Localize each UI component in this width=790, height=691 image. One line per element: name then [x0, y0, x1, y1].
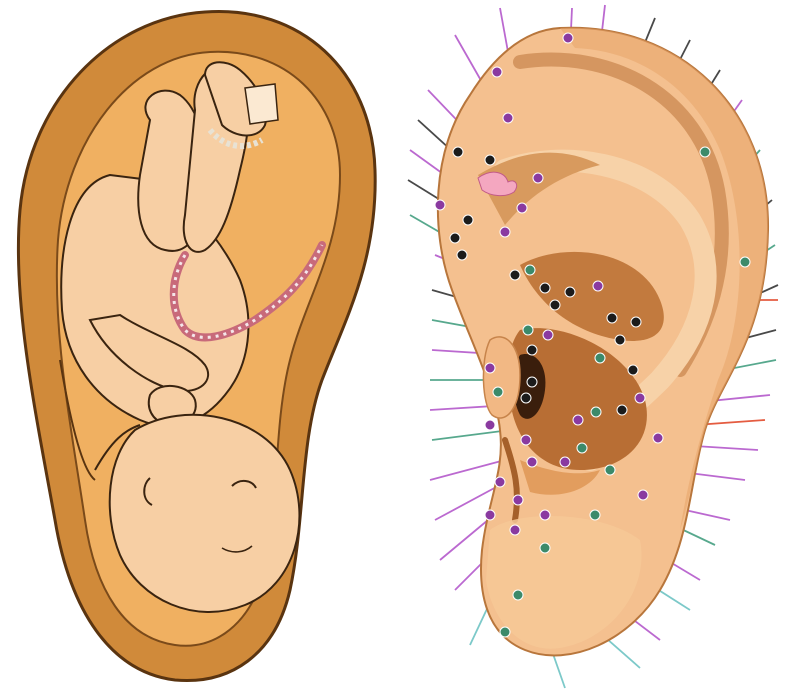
acupoint-marker: [453, 147, 463, 157]
acupoint-marker: [513, 590, 523, 600]
acupoint-marker: [523, 325, 533, 335]
acupoint-marker: [521, 435, 531, 445]
acupoint-line: [432, 430, 510, 440]
tragus: [483, 337, 520, 418]
acupoint-marker: [492, 67, 502, 77]
acupoint-ear-panel: [408, 5, 778, 688]
acupoint-marker: [631, 317, 641, 327]
acupoint-marker: [533, 173, 543, 183]
acupoint-marker: [565, 287, 575, 297]
acupoint-marker: [500, 227, 510, 237]
acupoint-marker: [485, 363, 495, 373]
acupoint-marker: [485, 510, 495, 520]
acupoint-marker: [485, 155, 495, 165]
acupoint-marker: [463, 215, 473, 225]
acupoint-marker: [560, 457, 570, 467]
acupoint-marker: [591, 407, 601, 417]
acupoint-marker: [550, 300, 560, 310]
acupoint-marker: [495, 477, 505, 487]
acupoint-marker: [615, 335, 625, 345]
acupoint-marker: [435, 200, 445, 210]
fetus-head: [110, 415, 300, 612]
acupoint-marker: [540, 510, 550, 520]
acupoint-marker: [540, 543, 550, 553]
acupoint-marker: [628, 365, 638, 375]
acupoint-marker: [510, 270, 520, 280]
acupoint-marker: [500, 627, 510, 637]
acupoint-marker: [510, 525, 520, 535]
acupoint-marker: [457, 250, 467, 260]
acupoint-marker: [653, 433, 663, 443]
acupoint-marker: [635, 393, 645, 403]
acupoint-marker: [590, 510, 600, 520]
acupoint-marker: [513, 495, 523, 505]
acupoint-marker: [638, 490, 648, 500]
acupoint-marker: [517, 203, 527, 213]
acupoint-marker: [540, 283, 550, 293]
toe-grid: [245, 84, 278, 124]
acupoint-marker: [563, 33, 573, 43]
acupoint-marker: [605, 465, 615, 475]
acupoint-line: [430, 460, 505, 480]
acupoint-marker: [527, 345, 537, 355]
acupoint-marker: [593, 281, 603, 291]
acupoint-marker: [493, 387, 503, 397]
acupoint-marker: [617, 405, 627, 415]
acupoint-marker: [503, 113, 513, 123]
acupoint-marker: [577, 443, 587, 453]
acupoint-marker: [543, 330, 553, 340]
acupoint-marker: [521, 393, 531, 403]
fetus-ear-panel: [18, 11, 375, 680]
acupoint-marker: [527, 377, 537, 387]
acupoint-marker: [450, 233, 460, 243]
acupoint-marker: [485, 420, 495, 430]
acupoint-marker: [527, 457, 537, 467]
acupoint-marker: [595, 353, 605, 363]
acupoint-marker: [700, 147, 710, 157]
acupoint-marker: [740, 257, 750, 267]
acupoint-marker: [607, 313, 617, 323]
acupoint-marker: [525, 265, 535, 275]
acupoint-marker: [573, 415, 583, 425]
